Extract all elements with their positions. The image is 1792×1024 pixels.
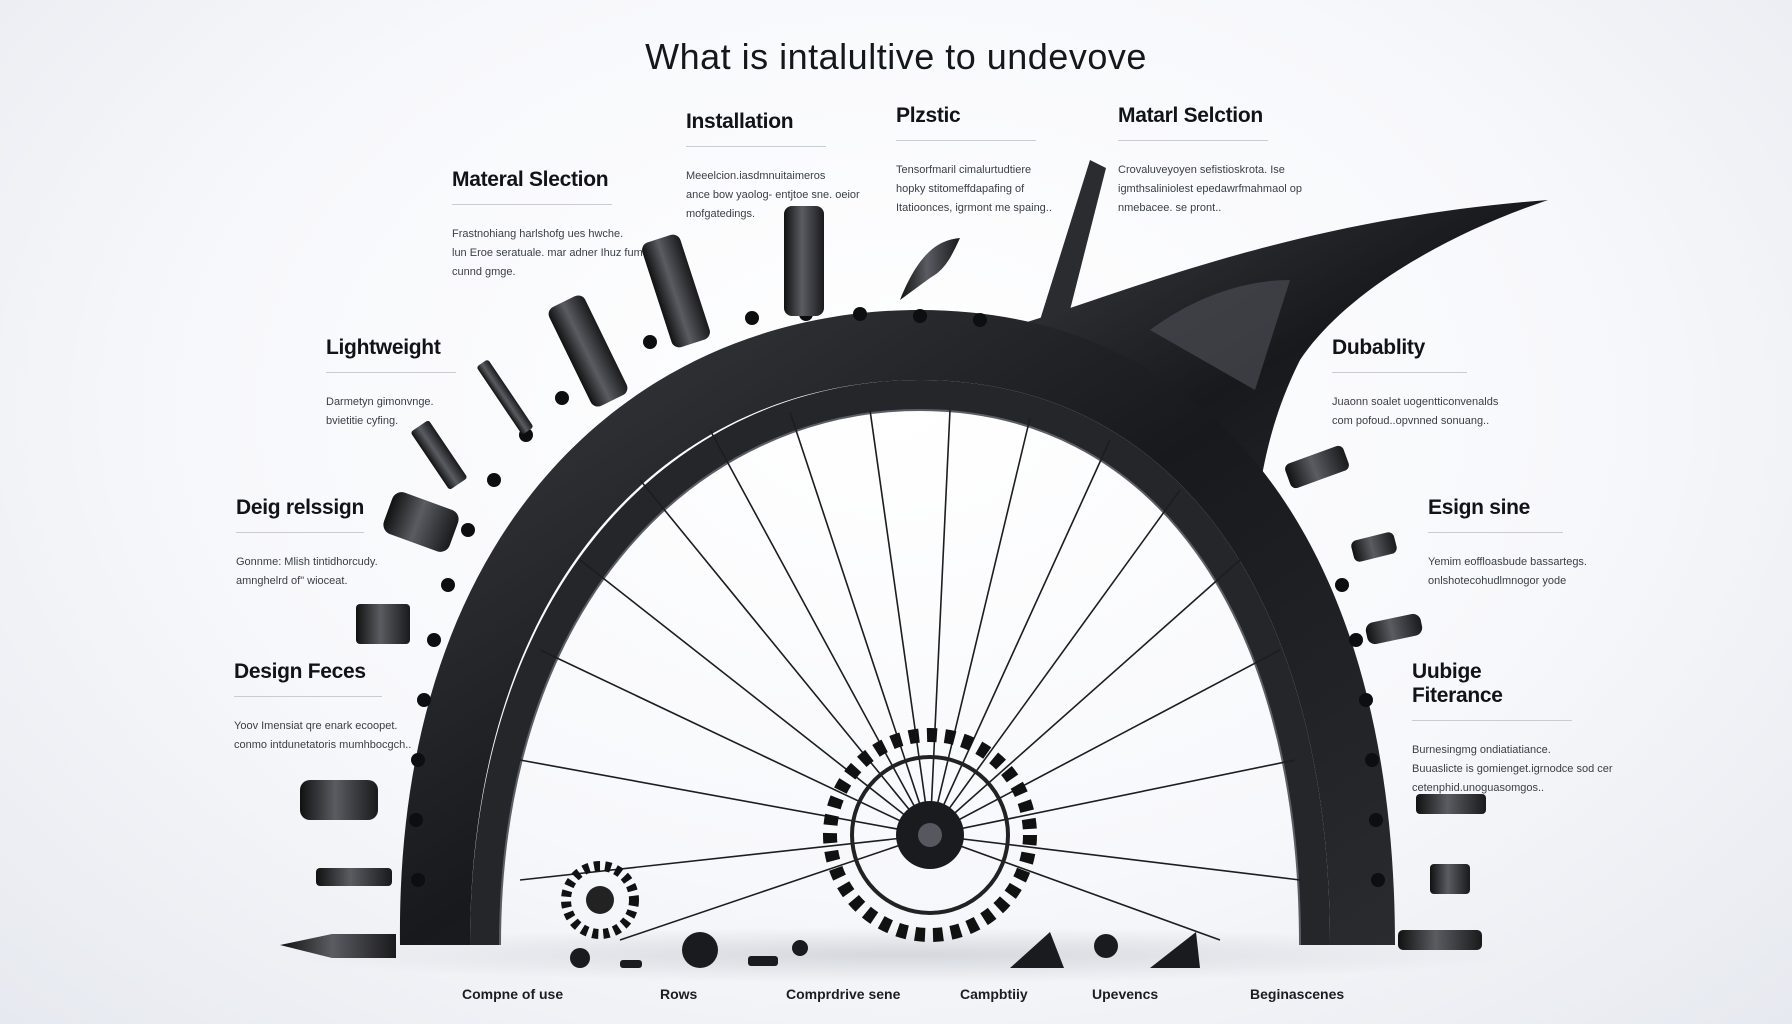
callout-design-right: Esign sine Yemim eoffloasbude bassartegs…: [1428, 496, 1587, 591]
callout-body: Yoov Imensiat qre enark ecoopet. conmo i…: [234, 717, 412, 755]
fender-icon: [1000, 200, 1548, 520]
callout-body: Meeelcion.iasdmnuitaimeros ance bow yaol…: [686, 167, 860, 224]
small-parts: [570, 932, 1200, 968]
callout-heading: Lightweight: [326, 336, 456, 373]
valve-parts-right: [1285, 445, 1486, 950]
tread-knobs: [409, 307, 1385, 887]
callout-line: mofgatedings.: [686, 208, 756, 220]
chainring-icon: [561, 861, 639, 939]
callout-line: Crovaluveyoyen sefistioskrota. Ise: [1118, 164, 1285, 176]
callout-heading: Deig relssign: [236, 496, 364, 533]
callout-heading: Plzstic: [896, 104, 1036, 141]
callout-line: Itatioonces, igrmont me spaing..: [896, 202, 1052, 214]
callout-plastic: Plzstic Tensorfmaril cimalurtudtiere hop…: [896, 104, 1052, 218]
callout-line: Meeelcion.iasdmnuitaimeros: [686, 170, 826, 182]
callout-material-selection-top: Matarl Selction Crovaluveyoyen sefistios…: [1118, 104, 1303, 218]
callout-design-features: Design Feces Yoov Imensiat qre enark eco…: [234, 660, 412, 755]
callout-line: com pofoud..opvnned sonuang..: [1332, 415, 1490, 427]
callout-line: Buuaslicte is gomienget.igrnodce sod cer: [1412, 763, 1613, 775]
callout-body: Yemim eoffloasbude bassartegs. onlshotec…: [1428, 553, 1587, 591]
cassette-icon: [823, 728, 1037, 942]
callout-line: nmebacee. se pront..: [1118, 202, 1222, 214]
callout-line: Gonnme: Mlish tintidhorcudy.: [236, 556, 378, 568]
callout-line: ance bow yaolog- entjtoe sne. oeior: [686, 189, 860, 201]
tire-icon: [399, 310, 1395, 945]
callout-line: bvietitie cyfing.: [326, 415, 399, 427]
bottom-label: Beginascenes: [1250, 986, 1345, 1002]
callout-line: Burnesingmg ondiatiatiance.: [1412, 744, 1551, 756]
callout-heading: Design Feces: [234, 660, 382, 697]
callout-heading: Dubablity: [1332, 336, 1467, 373]
callout-line: cetenphid.unoguasomgos..: [1412, 782, 1545, 794]
callout-line: Tensorfmaril cimalurtudtiere: [896, 164, 1032, 176]
callout-line: amnghelrd of" wioceat.: [236, 575, 348, 587]
callout-line: onlshotecohudlmnogor yode: [1428, 575, 1567, 587]
callout-line: Yemim eoffloasbude bassartegs.: [1428, 556, 1587, 568]
callout-tolerance: Uubige Fiterance Burnesingmg ondiatiatia…: [1412, 660, 1613, 798]
callout-body: Tensorfmaril cimalurtudtiere hopky stito…: [896, 161, 1052, 218]
callout-durability: Dubablity Juaonn soalet uogentticonvenal…: [1332, 336, 1499, 431]
callout-design-left: Deig relssign Gonnme: Mlish tintidhorcud…: [236, 496, 378, 591]
bottom-label: Compne of use: [462, 986, 564, 1002]
callout-body: Crovaluveyoyen sefistioskrota. Ise igmth…: [1118, 161, 1303, 218]
callout-line: igmthsaliniolest epedawrfmahmaol op: [1118, 183, 1303, 195]
bottom-label: Comprdrive sene: [786, 986, 901, 1002]
page-title: What is intalultive to undevove: [645, 36, 1147, 77]
floor-shadow: [280, 927, 1520, 983]
callout-heading: Matarl Selction: [1118, 104, 1268, 141]
callout-body: Darmetyn gimonvnge. bvietitie cyfing.: [326, 393, 456, 431]
callout-line: Yoov Imensiat qre enark ecoopet.: [234, 720, 398, 732]
callout-heading: Materal Slection: [452, 168, 612, 205]
callout-lightweight: Lightweight Darmetyn gimonvnge. bvietiti…: [326, 336, 456, 431]
callout-body: Juaonn soalet uogentticonvenalds com pof…: [1332, 393, 1499, 431]
callout-heading: Esign sine: [1428, 496, 1563, 533]
callout-body: Gonnme: Mlish tintidhorcudy. amnghelrd o…: [236, 553, 378, 591]
callout-line: cunnd gmge.: [452, 266, 516, 278]
bottom-label: Rows: [660, 986, 698, 1002]
fender-bracket: [1040, 160, 1106, 320]
callout-line: Darmetyn gimonvnge.: [326, 396, 434, 408]
callout-heading: Uubige Fiterance: [1412, 660, 1572, 721]
callout-line: Juaonn soalet uogentticonvenalds: [1332, 396, 1499, 408]
callout-installation: Installation Meeelcion.iasdmnuitaimeros …: [686, 110, 860, 224]
callout-line: hopky stitomeffdapafing of: [896, 183, 1025, 195]
callout-line: Frastnohiang harlshofg ues hwche.: [452, 228, 624, 240]
bottom-label: Campbtiiy: [960, 986, 1028, 1002]
callout-line: conmo intdunetatoris mumhbocgch..: [234, 739, 412, 751]
callout-body: Burnesingmg ondiatiatiance. Buuaslicte i…: [1412, 741, 1613, 798]
valve-parts-left: [280, 206, 960, 958]
callout-heading: Installation: [686, 110, 826, 147]
bottom-label: Upevencs: [1092, 986, 1159, 1002]
